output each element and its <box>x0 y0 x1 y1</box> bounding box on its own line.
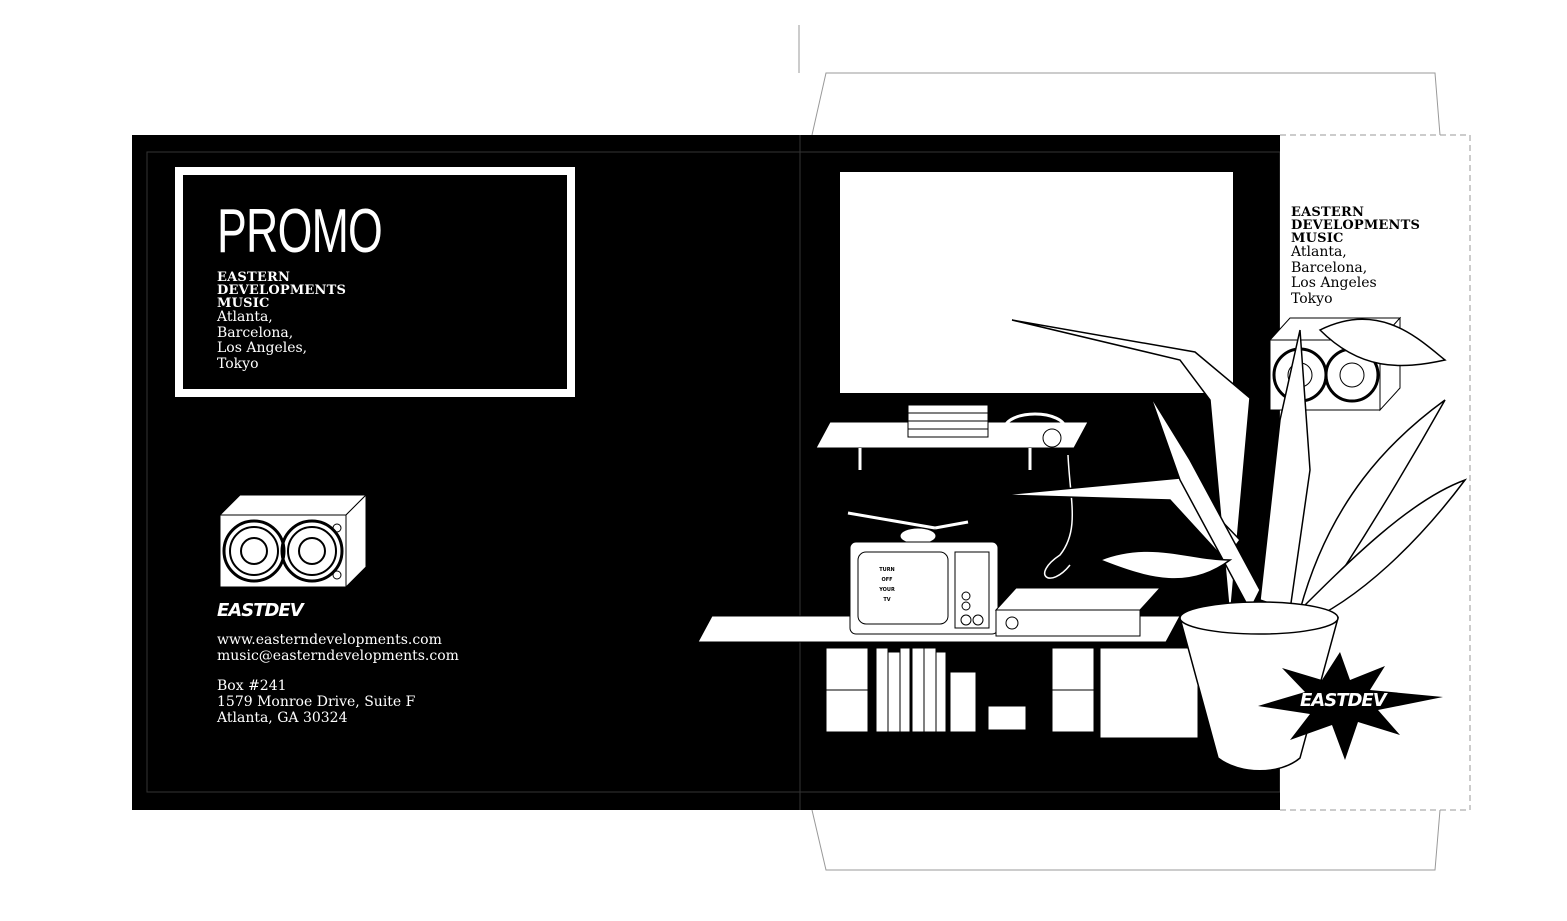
label-name-line: EASTERN <box>217 270 291 285</box>
tv-text-line: YOUR <box>879 587 895 593</box>
eastdev-logo: EASTDEV <box>217 600 304 621</box>
promo-box: PROMO EASTERN DEVELOPMENTS MUSIC Atlanta… <box>175 167 575 397</box>
address-line: Atlanta, GA 30324 <box>217 710 348 726</box>
label-name-line: DEVELOPMENTS <box>1291 218 1421 233</box>
tv-text-line: OFF <box>881 577 893 583</box>
city: Atlanta, <box>217 309 273 325</box>
address-line: 1579 Monroe Drive, Suite F <box>217 694 416 710</box>
website-link[interactable]: www.easterndevelopments.com <box>217 632 442 648</box>
city: Barcelona, <box>1291 259 1368 276</box>
starburst-icon <box>1258 652 1443 760</box>
contact-info: www.easterndevelopments.com music@easter… <box>217 632 459 726</box>
flap-label-info: EASTERN DEVELOPMENTS MUSIC Atlanta, Barc… <box>1291 206 1420 307</box>
address-line: Box #241 <box>217 678 287 694</box>
eastdev-burst-logo: EASTDEV <box>1300 690 1387 711</box>
upper-shelf <box>815 404 1089 470</box>
label-name-line: MUSIC <box>1291 231 1344 246</box>
label-name-line: MUSIC <box>217 296 270 311</box>
tv-screen-text: TURN OFF YOUR TV <box>862 565 912 605</box>
speaker-icon <box>218 493 368 589</box>
city: Tokyo <box>217 355 259 372</box>
label-name-line: EASTERN <box>1291 205 1365 220</box>
tv-text-line: TURN <box>879 567 895 573</box>
tv-text-line: TV <box>883 597 891 603</box>
city: Tokyo <box>1291 290 1333 307</box>
city: Atlanta, <box>1291 244 1347 260</box>
label-name-line: DEVELOPMENTS <box>217 283 347 298</box>
city: Los Angeles <box>1291 275 1377 291</box>
label-info: EASTERN DEVELOPMENTS MUSIC Atlanta, Barc… <box>217 271 346 372</box>
plant <box>999 318 1468 626</box>
bleed-lines <box>146 135 1280 810</box>
stereo-receiver <box>994 587 1162 637</box>
city: Los Angeles, <box>217 340 308 356</box>
city: Barcelona, <box>217 324 294 341</box>
tv <box>847 511 999 635</box>
email-link[interactable]: music@easterndevelopments.com <box>217 648 459 664</box>
promo-title: PROMO <box>217 197 383 266</box>
